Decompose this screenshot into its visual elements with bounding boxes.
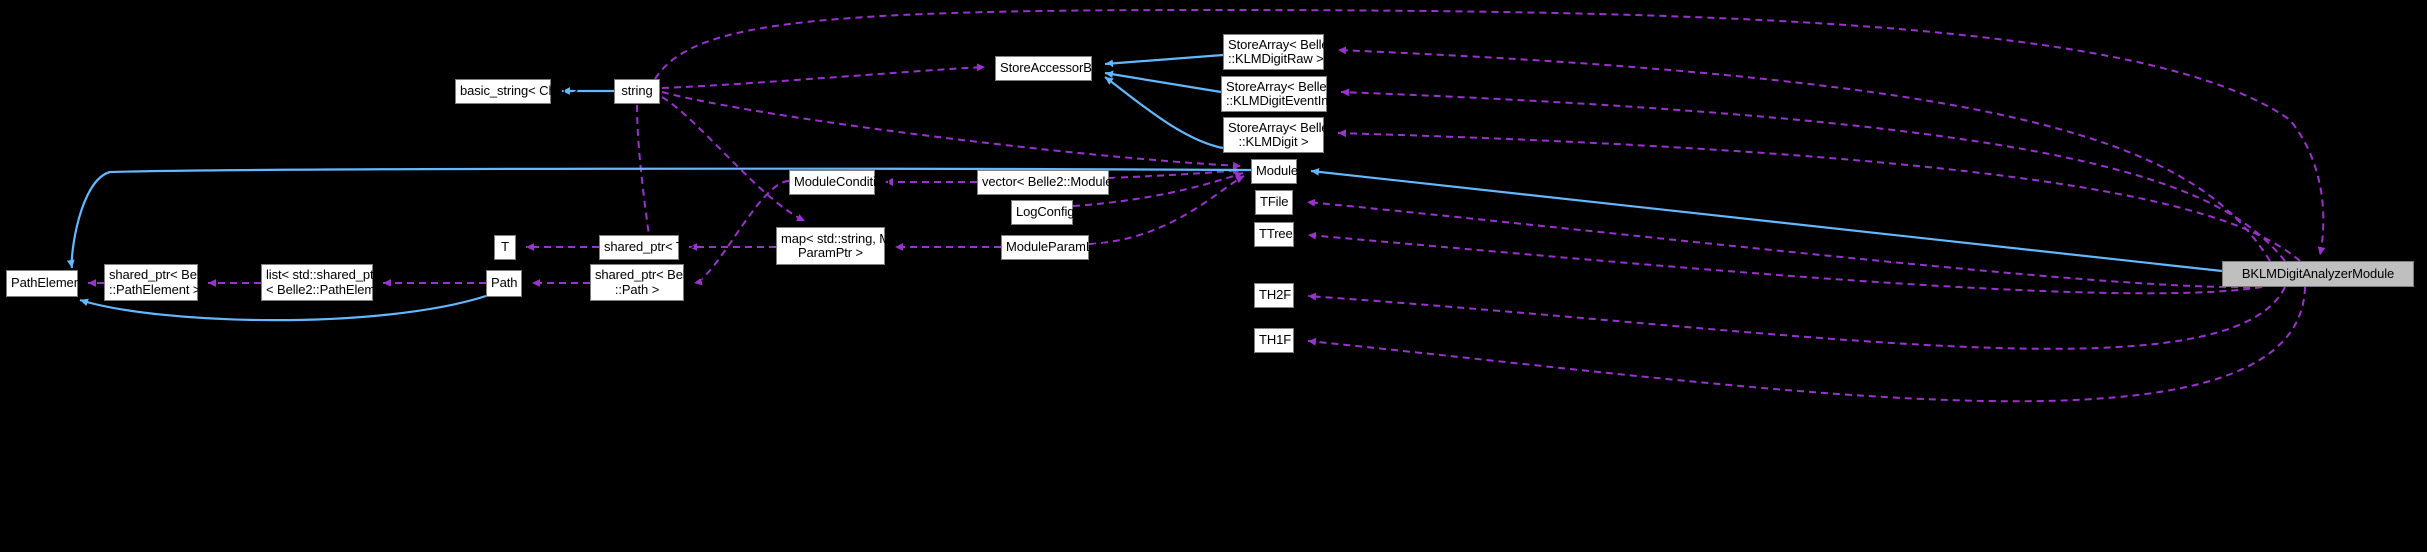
edge-string-map: [661, 96, 806, 222]
edge-bklm-th2f: [1307, 286, 2286, 350]
node-label: TH2F: [1259, 287, 1292, 303]
edge-bklm-th1f: [1307, 286, 2306, 403]
node-label: TFile: [1260, 194, 1289, 210]
edge-module-pathelement: [66, 167, 1252, 269]
node-label: StoreAccessorBase: [1000, 60, 1113, 76]
node-th2-f[interactable]: TH2F: [1254, 283, 1294, 308]
node-store-array-klmdigit-raw[interactable]: StoreArray< Belle2 ::KLMDigitRaw >: [1223, 34, 1336, 70]
node-list-shared-ptr-path-elem[interactable]: list< std::shared_ptr < Belle2::PathElem…: [261, 264, 415, 301]
node-label: basic_string< Char >: [460, 83, 578, 99]
node-tfile[interactable]: TFile: [1255, 190, 1293, 215]
edge-logconfig-module: [1072, 171, 1244, 207]
edge-storearraykLMDigit-storeaccessorbase: [1104, 76, 1224, 150]
edge-bklm-tfile: [1306, 198, 2251, 289]
node-label: TTree: [1259, 226, 1293, 242]
node-module-param-list[interactable]: ModuleParamList: [1001, 235, 1106, 260]
node-label: TH1F: [1259, 332, 1292, 348]
node-basic-string[interactable]: basic_string< Char >: [455, 79, 578, 104]
edge-storearraykLMDigitRaw-storeaccessorbase: [1104, 53, 1224, 68]
node-shared-ptr-path[interactable]: shared_ptr< Belle2 ::Path >: [590, 264, 703, 301]
node-vector-module-condition[interactable]: vector< Belle2::ModuleCondition >: [977, 170, 1178, 195]
node-label: ModuleParamList: [1006, 239, 1106, 255]
node-label: BKLMDigitAnalyzerModule: [2241, 265, 2395, 281]
node-shared-ptr-path-element[interactable]: shared_ptr< Belle2 ::PathElement >: [104, 264, 217, 301]
edge-string-bklmdigitanalyzermodule: [654, 8, 2326, 256]
node-module[interactable]: Module: [1251, 159, 1299, 184]
node-label: shared_ptr< Belle2 ::PathElement >: [109, 267, 217, 297]
node-module-condition[interactable]: ModuleCondition: [789, 170, 891, 195]
node-map-string-module-param[interactable]: map< std::string, Module ParamPtr >: [776, 227, 922, 265]
node-t[interactable]: T: [494, 235, 516, 260]
node-label: string: [621, 83, 653, 99]
edge-modulecondition-sharedptrpath: [693, 180, 790, 286]
edge-bklm-storearraykLMDigitEvt: [1340, 88, 2286, 262]
edge-bklm-storearraykLMDigit: [1337, 129, 2301, 262]
node-shared-ptr-t[interactable]: shared_ptr< T >: [599, 235, 695, 260]
edge-string-storeaccessorbase: [661, 63, 986, 89]
node-label: StoreArray< Belle2 ::KLMDigit >: [1228, 119, 1336, 149]
node-th1-f[interactable]: TH1F: [1254, 328, 1294, 353]
edge-moduleparamlist-module: [1088, 175, 1245, 245]
usage-edges: [88, 8, 2326, 403]
node-label: StoreArray< Belle2 ::KLMDigitRaw >: [1228, 36, 1336, 66]
node-path-element[interactable]: PathElement: [6, 270, 85, 297]
edge-bklm-ttree: [1307, 231, 2263, 295]
node-label: map< std::string, Module ParamPtr >: [781, 230, 922, 260]
node-store-accessor-base[interactable]: StoreAccessorBase: [995, 56, 1113, 81]
inheritance-edges: [66, 53, 2223, 322]
node-label: PathElement: [11, 275, 85, 291]
node-label: vector< Belle2::ModuleCondition >: [982, 174, 1178, 190]
edge-path-pathelement: [79, 294, 487, 322]
node-store-array-klmdigit[interactable]: StoreArray< Belle2 ::KLMDigit >: [1223, 117, 1336, 153]
node-label: Module: [1256, 163, 1299, 179]
node-store-array-klmdigit-evt[interactable]: StoreArray< Belle2 ::KLMDigitEventInfo >: [1221, 76, 1350, 112]
node-label: list< std::shared_ptr < Belle2::PathElem…: [266, 267, 415, 297]
node-label: ModuleCondition: [794, 174, 891, 190]
edge-storearraykLMDigitEvt-storeaccessorbase: [1104, 70, 1222, 94]
node-label: shared_ptr< T >: [604, 239, 695, 255]
edge-bklm-storearraykLMDigitRaw: [1337, 46, 2271, 262]
node-label: Path: [491, 275, 518, 291]
node-label: shared_ptr< Belle2 ::Path >: [595, 267, 703, 297]
node-label: T: [501, 239, 509, 255]
node-string[interactable]: string: [614, 79, 660, 104]
edge-string-module: [661, 91, 1242, 170]
node-label: StoreArray< Belle2 ::KLMDigitEventInfo >: [1226, 78, 1350, 108]
edge-bklm-module: [1310, 167, 2223, 273]
node-bklmdigit-analyzer-module[interactable]: BKLMDigitAnalyzerModule: [2222, 261, 2414, 287]
node-path[interactable]: Path: [486, 270, 522, 297]
node-log-config[interactable]: LogConfig: [1011, 200, 1075, 225]
node-label: LogConfig: [1016, 204, 1075, 220]
node-ttree[interactable]: TTree: [1254, 222, 1294, 247]
